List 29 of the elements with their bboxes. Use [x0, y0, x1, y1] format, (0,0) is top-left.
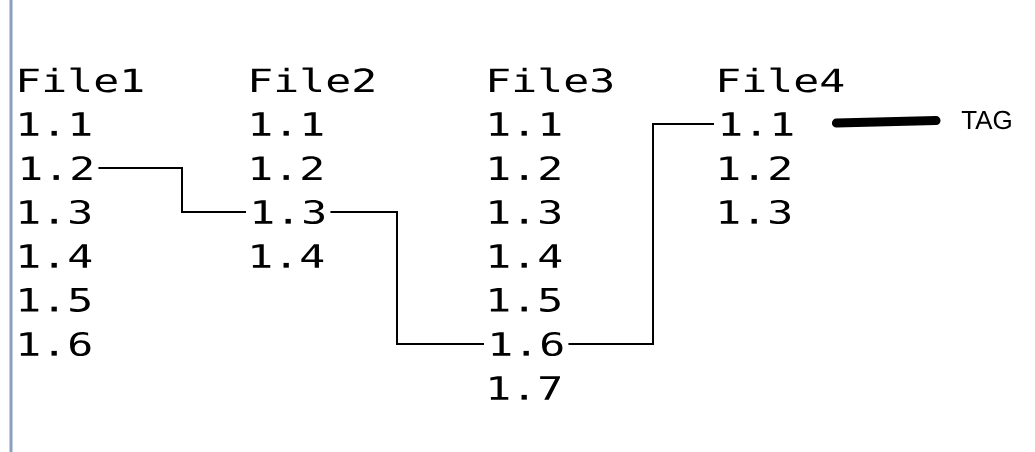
revision-number: 1.2 [22, 156, 92, 180]
tag-marker [831, 116, 941, 128]
revision-number: 1.7 [490, 376, 560, 400]
revision-number: 1.1 [490, 112, 561, 136]
revision-number: 1.3 [720, 199, 790, 225]
file-name: File3 [490, 67, 612, 93]
tag-name: TAG [961, 110, 1011, 130]
revision-number: 1.2 [490, 156, 560, 180]
tag-line [97, 167, 247, 213]
revision-number: 1.2 [252, 156, 322, 180]
revision-number: 1.4 [490, 244, 562, 268]
revision-number: 1.2 [720, 156, 790, 180]
tag-line [567, 123, 715, 345]
revision-number: 1.1 [20, 112, 91, 136]
revision-number: 1.6 [20, 331, 91, 357]
revision-number: 1.4 [252, 244, 324, 268]
revision-number: 1.5 [20, 288, 90, 312]
revision-number: 1.5 [490, 288, 560, 312]
tag-line [329, 211, 485, 345]
file-name: File4 [720, 67, 844, 93]
file-name: File2 [252, 67, 374, 93]
revision-number: 1.3 [254, 199, 324, 225]
revision-number: 1.3 [490, 199, 560, 225]
revision-number: 1.6 [492, 331, 563, 357]
file-name: File1 [20, 67, 143, 93]
revision-number: 1.3 [20, 199, 90, 225]
revision-number: 1.1 [252, 112, 323, 136]
revision-number: 1.4 [20, 244, 92, 268]
revision-number: 1.1 [722, 112, 793, 136]
